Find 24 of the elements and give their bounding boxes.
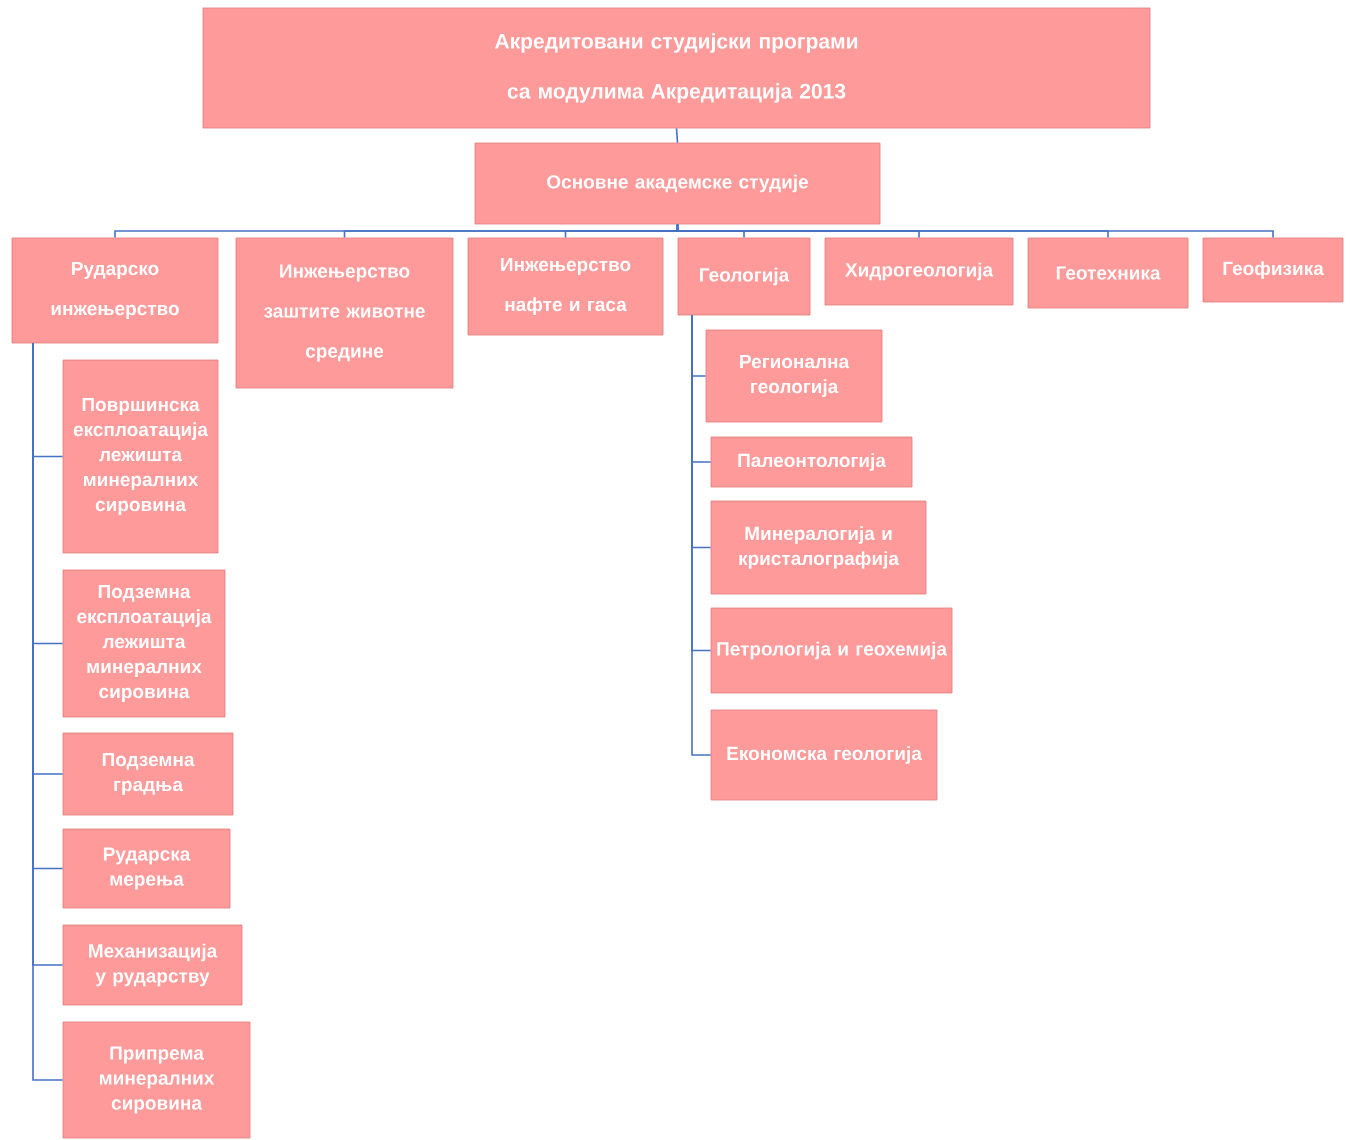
- connector-line: [32, 342, 64, 1081]
- program-box: Припрема минералних сировина: [62, 1021, 251, 1139]
- program-box: Минералогија и кристалографија: [710, 500, 927, 595]
- program-box: Основне академске студије: [474, 142, 881, 225]
- program-box: Рударско инжењерство: [11, 237, 219, 344]
- connector-line: [675, 127, 679, 144]
- program-box: Петрологија и геохемија: [710, 607, 953, 694]
- program-box: Инжењерство нафте и гаса: [467, 237, 664, 336]
- program-box: Палеонтологија: [710, 436, 913, 488]
- program-box: Инжењерство заштите животне средине: [235, 237, 454, 389]
- program-box: Регионална геологија: [705, 329, 883, 423]
- program-box: Хидрогеологија: [824, 237, 1014, 306]
- title-box: Акредитовани студијски програми са модулима Акредитација 2013: [202, 7, 1151, 129]
- program-box: Геофизика: [1202, 237, 1344, 303]
- program-box: Подземна експлоатација лежишта минералних сировина: [62, 569, 226, 718]
- connector-line: [691, 314, 712, 756]
- program-box: Рударска мерења: [62, 828, 231, 909]
- program-box: Механизација у рударству: [62, 924, 243, 1006]
- program-box: Економска геологија: [710, 709, 938, 801]
- program-box: Геотехника: [1027, 237, 1189, 309]
- program-box: Подземна градња: [62, 732, 234, 816]
- connector-line: [676, 223, 1274, 239]
- program-box: Геологија: [677, 237, 811, 316]
- program-box: Површинска експлоатација лежишта минералних сировина: [62, 359, 219, 554]
